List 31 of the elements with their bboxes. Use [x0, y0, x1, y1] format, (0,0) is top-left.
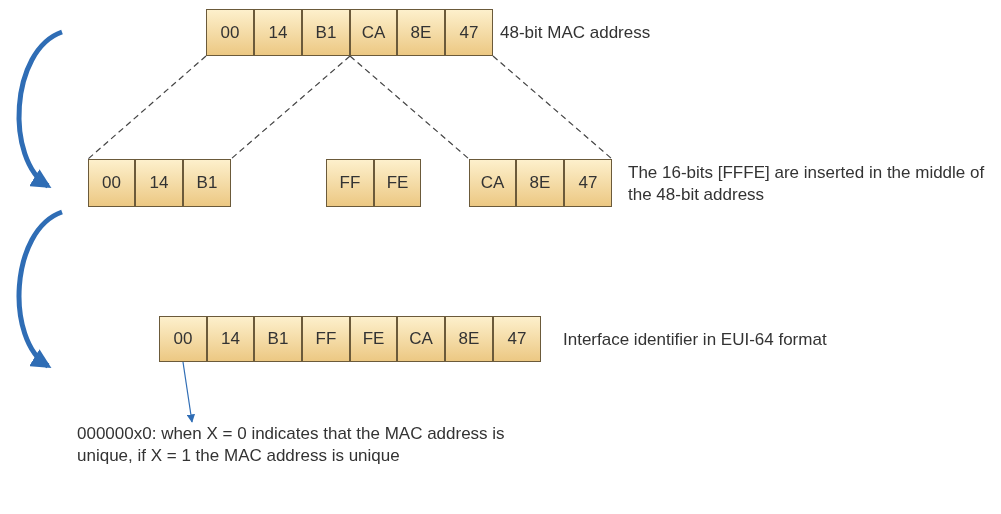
- byte-cell: B1: [254, 316, 302, 362]
- byte-cell: 47: [493, 316, 541, 362]
- byte-cell: CA: [350, 9, 397, 56]
- byte-cell: B1: [302, 9, 350, 56]
- dashed-guide-line: [87, 55, 207, 160]
- dashed-guide-line: [349, 55, 470, 160]
- byte-cell: FF: [302, 316, 350, 362]
- byte-cell: CA: [397, 316, 445, 362]
- byte-cell: 14: [135, 159, 183, 207]
- byte-cell: 00: [159, 316, 207, 362]
- byte-cell: 00: [88, 159, 135, 207]
- caption-text: 48-bit MAC address: [500, 22, 652, 44]
- byte-cell: 8E: [445, 316, 493, 362]
- byte-cell: FE: [350, 316, 397, 362]
- byte-cell: FE: [374, 159, 421, 207]
- note-text: 000000x0: when X = 0 indicates that the MAC address is unique, if X = 1 the MAC address is unique: [77, 423, 537, 467]
- byte-cell: 8E: [397, 9, 445, 56]
- byte-cell: 47: [564, 159, 612, 207]
- byte-cell: B1: [183, 159, 231, 207]
- byte-cell: 14: [207, 316, 254, 362]
- caption-text: Interface identifier in EUI-64 format: [563, 329, 828, 351]
- dashed-guide-line: [230, 55, 351, 160]
- byte-cell: 47: [445, 9, 493, 56]
- byte-cell: FF: [326, 159, 374, 207]
- byte-cell: 8E: [516, 159, 564, 207]
- leader-arrow: [182, 361, 196, 423]
- byte-cell: 14: [254, 9, 302, 56]
- byte-cell: CA: [469, 159, 516, 207]
- dashed-guide-line: [492, 55, 613, 160]
- caption-text: The 16-bits [FFFE] are inserted in the middle of the 48-bit address: [628, 162, 986, 206]
- byte-cell: 00: [206, 9, 254, 56]
